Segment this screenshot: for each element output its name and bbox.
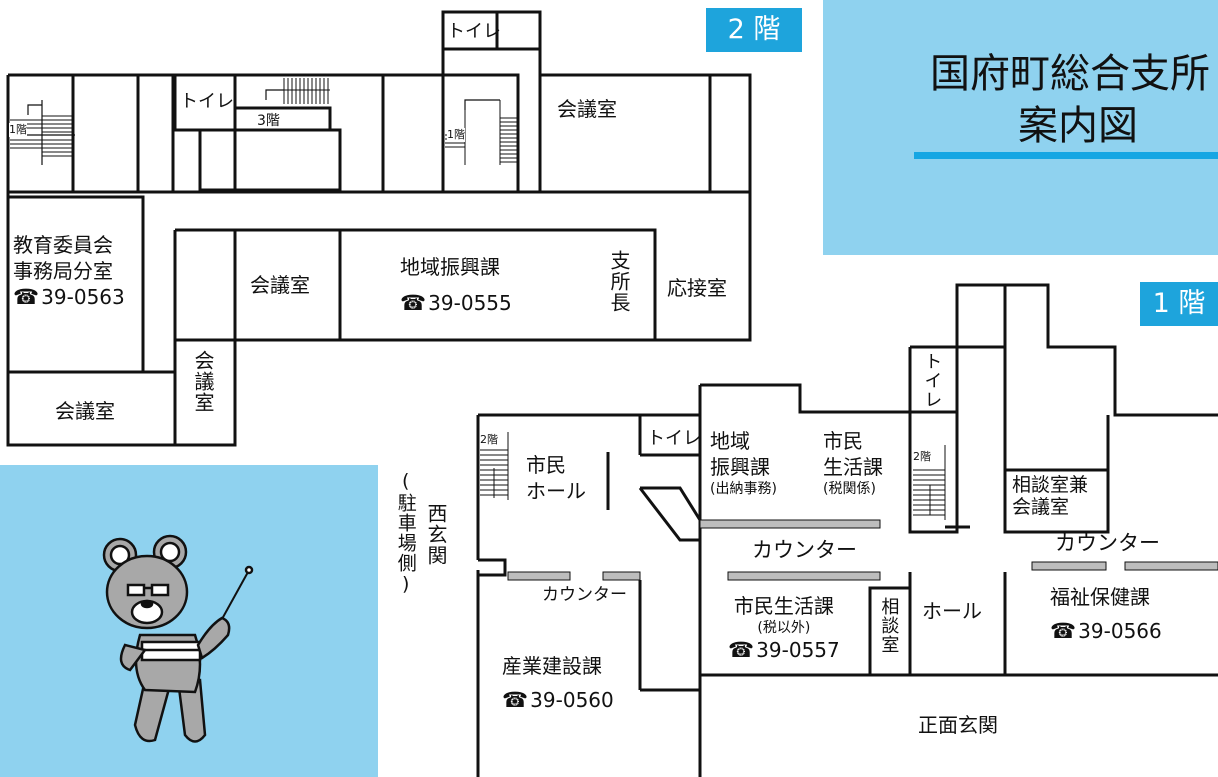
education-line-2: 事務局分室 [13, 259, 113, 283]
sangyo-name: 産業建設課 [502, 654, 602, 678]
shimin-tax-line-1: 市民 [823, 429, 863, 453]
toilet-1f-b: トイレ [921, 352, 943, 409]
fukushi-name: 福祉保健課 [1050, 585, 1150, 609]
title-underline [914, 152, 1218, 159]
stair-label-1f-center: 1階 [447, 128, 465, 143]
main-entrance: 正面玄関 [918, 713, 998, 737]
floor-2-badge: 2 階 [706, 8, 802, 52]
west-entrance: 西玄関 [424, 503, 448, 566]
phone-icon: ☎ [728, 638, 755, 663]
education-phone: ☎39-0563 [13, 284, 125, 311]
floor-1-badge: 1 階 [1140, 282, 1218, 326]
phone-icon: ☎ [400, 291, 427, 315]
shimin-other: 市民生活課 (税以外) ☎39-0557 [728, 593, 840, 664]
reception-room: 応接室 [667, 276, 727, 300]
phone-icon: ☎ [1050, 619, 1077, 643]
stair-label-3f: 3階 [257, 113, 280, 129]
wall-2f-top-toilet [441, 10, 542, 51]
title-line-2: 案内図 [1018, 103, 1138, 149]
meeting-room-2f-vertical: 会議室 [191, 350, 215, 413]
sangyo: 産業建設課 ☎39-0560 [502, 653, 614, 714]
shimin-other-tel: 39-0557 [756, 638, 840, 663]
counter-right: カウンター [1055, 531, 1160, 555]
shimin-other-phone: ☎39-0557 [728, 637, 840, 664]
counter-bar-center [699, 519, 881, 529]
bear-mascot [102, 534, 254, 743]
toilet-2f-top: トイレ [447, 21, 501, 42]
stairs-2f-center [464, 99, 500, 110]
sangyo-tel: 39-0560 [530, 688, 614, 712]
toilet-1f-a: トイレ [647, 428, 701, 449]
phone-icon: ☎ [502, 688, 529, 712]
soudan-kaigi-line-2: 会議室 [1012, 495, 1070, 518]
stair-label-2f-center: 2階 [913, 450, 931, 465]
chiiki-1f-line-1: 地域 [710, 429, 750, 453]
education-office: 教育委員会 事務局分室 ☎39-0563 [13, 232, 125, 311]
meeting-room-2f-top: 会議室 [557, 97, 617, 121]
shimin-tax: 市民 生活課 (税関係) [823, 428, 883, 498]
shimin-tax-sub: (税関係) [823, 481, 876, 497]
fukushi: 福祉保健課 ☎39-0566 [1050, 584, 1162, 645]
wall-2f-meeting-top [538, 73, 752, 194]
chiiki-1f-sub: (出納事務) [710, 481, 777, 497]
education-tel: 39-0563 [41, 285, 125, 309]
meeting-room-2f-mid: 会議室 [250, 273, 310, 297]
stair-label-1f-left: 1階 [9, 123, 27, 138]
stairs-2f-top [265, 89, 284, 100]
citizen-hall-line-1: 市民 [526, 453, 566, 477]
chiiki-2f-tel: 39-0555 [428, 291, 512, 315]
citizen-hall: 市民 ホール [526, 452, 586, 504]
meeting-room-2f-bottom: 会議室 [55, 399, 115, 423]
counter-left: カウンター [542, 585, 627, 605]
phone-icon: ☎ [13, 285, 40, 309]
stairs-1f-center [913, 445, 946, 520]
chiiki-1f: 地域 振興課 (出納事務) [710, 428, 777, 498]
title-panel [823, 0, 1218, 255]
soudan-room: 相談室 [878, 597, 900, 654]
stairs-1f-left [480, 432, 509, 500]
wall-1f-outline [957, 283, 1218, 417]
citizen-hall-line-2: ホール [526, 479, 586, 503]
page-title: 国府町総合支所 案内図 [930, 48, 1210, 152]
fukushi-phone: ☎39-0566 [1050, 618, 1162, 645]
shimin-tax-line-2: 生活課 [823, 455, 883, 479]
chiiki-1f-line-2: 振興課 [710, 455, 770, 479]
sangyo-phone: ☎39-0560 [502, 687, 614, 714]
toilet-2f-left: トイレ [180, 91, 234, 112]
shimin-other-sub: (税以外) [757, 620, 811, 636]
chiiki-2f-name: 地域振興課 [400, 255, 500, 279]
education-line-1: 教育委員会 [13, 233, 113, 257]
hall-1f: ホール [922, 599, 982, 623]
counter-bar-mid [727, 571, 881, 581]
fukushi-tel: 39-0566 [1078, 619, 1162, 643]
parking-side: (駐車場側) [394, 470, 417, 596]
soudan-kaigi: 相談室兼 会議室 [1012, 474, 1089, 519]
counter-center: カウンター [752, 538, 857, 562]
chiiki-2f-phone: ☎39-0555 [400, 290, 512, 317]
soudan-kaigi-line-1: 相談室兼 [1012, 474, 1089, 496]
title-line-1: 国府町総合支所 [930, 51, 1210, 97]
shimin-other-name: 市民生活課 [733, 594, 834, 618]
director-room: 支所長 [607, 250, 631, 313]
stair-label-2f-left: 2階 [480, 433, 498, 448]
